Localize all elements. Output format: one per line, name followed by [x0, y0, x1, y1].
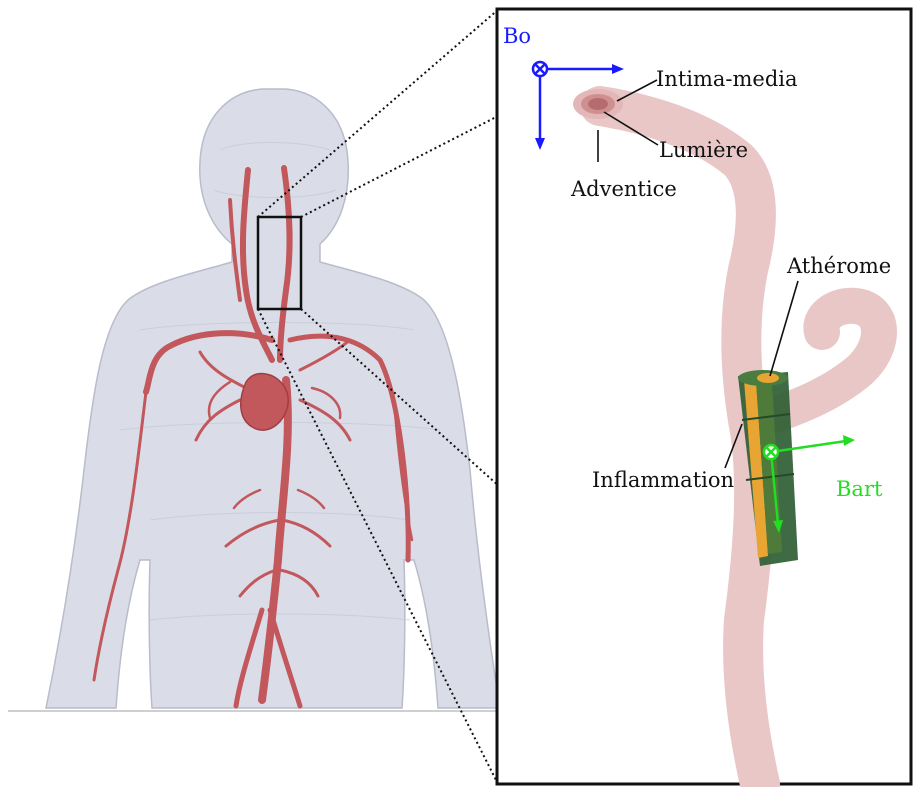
lumen: [588, 98, 608, 110]
label-inflammation: Inflammation: [592, 468, 734, 492]
label-adventice: Adventice: [570, 177, 677, 201]
label-atherome: Athérome: [786, 254, 891, 278]
zoom-panel: Bo Intima-media Lumière Adventice Athéro…: [497, 9, 911, 784]
label-bart: Bart: [836, 477, 883, 501]
label-lumiere: Lumière: [659, 138, 748, 162]
label-intima-media: Intima-media: [656, 67, 798, 91]
label-b0: Bo: [503, 24, 531, 48]
human-body-panel: [8, 89, 544, 711]
